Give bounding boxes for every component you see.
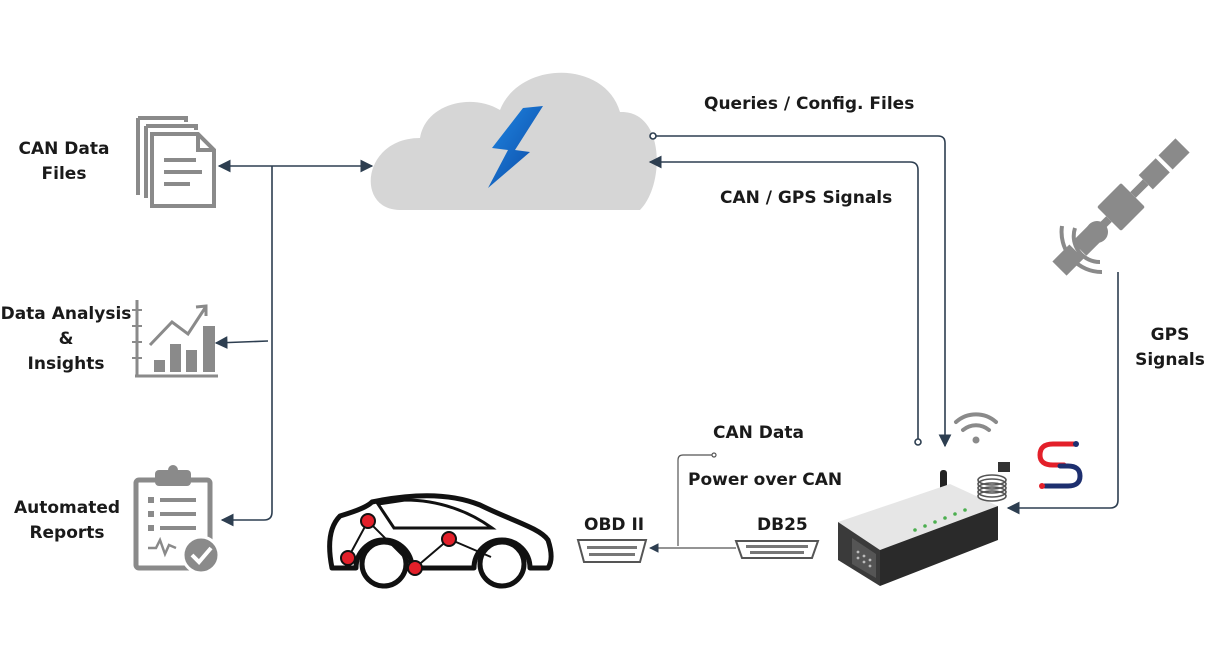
- label-line: GPS: [1150, 325, 1190, 345]
- clipboard-report-icon: [133, 465, 221, 575]
- car-icon: [327, 493, 554, 589]
- gps-signals-label: GPS Signals: [1128, 323, 1212, 373]
- bottom-connector-lines: [649, 452, 736, 553]
- label-line: Files: [41, 164, 87, 184]
- can-data-files-label: CAN Data Files: [10, 137, 118, 187]
- db25-connector-icon: [734, 540, 820, 559]
- obd2-connector-icon: [576, 539, 648, 563]
- data-analysis-label: Data Analysis & Insights: [0, 302, 132, 377]
- label-line: Data Analysis: [0, 304, 132, 324]
- server-logo-icon: [488, 106, 543, 188]
- db25-label: DB25: [757, 515, 808, 535]
- can-logger-device: [838, 462, 1010, 586]
- label-line: Signals: [1135, 350, 1205, 370]
- label-line: CAN Data: [18, 139, 110, 159]
- cloud-device-connectors: [648, 132, 1119, 515]
- left-connector-lines: [214, 159, 374, 527]
- automated-reports-label: Automated Reports: [8, 496, 126, 546]
- wifi-icon: [954, 412, 998, 444]
- analysis-chart-icon: [132, 300, 218, 378]
- queries-label: Queries / Config. Files: [704, 94, 915, 114]
- obd2-label: OBD II: [584, 515, 645, 535]
- signals-label: CAN / GPS Signals: [720, 188, 893, 208]
- power-over-can-label: Power over CAN: [688, 470, 843, 490]
- documents-icon: [136, 116, 216, 208]
- label-line: Automated: [13, 498, 121, 518]
- can-data-label: CAN Data: [713, 423, 804, 443]
- satellite-icon: [1052, 138, 1190, 276]
- brand-s-logo-icon: [1037, 441, 1083, 489]
- label-line: Insights: [27, 354, 105, 374]
- label-line: &: [58, 329, 74, 349]
- label-line: Reports: [29, 523, 105, 543]
